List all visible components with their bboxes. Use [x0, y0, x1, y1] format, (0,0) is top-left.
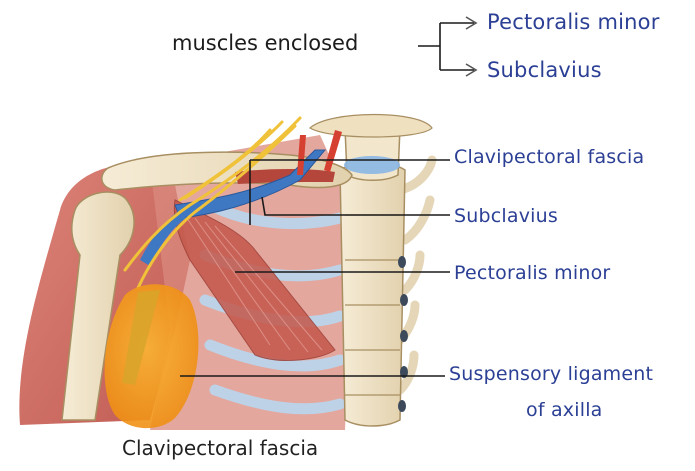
label-pectoralis-minor: Pectoralis minor [454, 262, 610, 284]
vertebra-top [310, 115, 432, 138]
rib [405, 200, 430, 240]
label-suspensory-ligament: Suspensory ligament [449, 363, 653, 385]
enclosed-item-subclavius: Subclavius [487, 58, 602, 82]
label-subclavius: Subclavius [454, 205, 558, 227]
intervertebral-disc [344, 156, 400, 174]
label-clavipectoral-fascia: Clavipectoral fascia [454, 146, 644, 168]
label-of-axilla: of axilla [526, 399, 603, 421]
sternum [340, 163, 405, 427]
figure-caption: Clavipectoral fascia [122, 436, 318, 460]
enclosed-item-pectoralis-minor: Pectoralis minor [487, 10, 660, 34]
arrowheads [466, 17, 476, 76]
muscles-enclosed-title: muscles enclosed [172, 31, 358, 55]
